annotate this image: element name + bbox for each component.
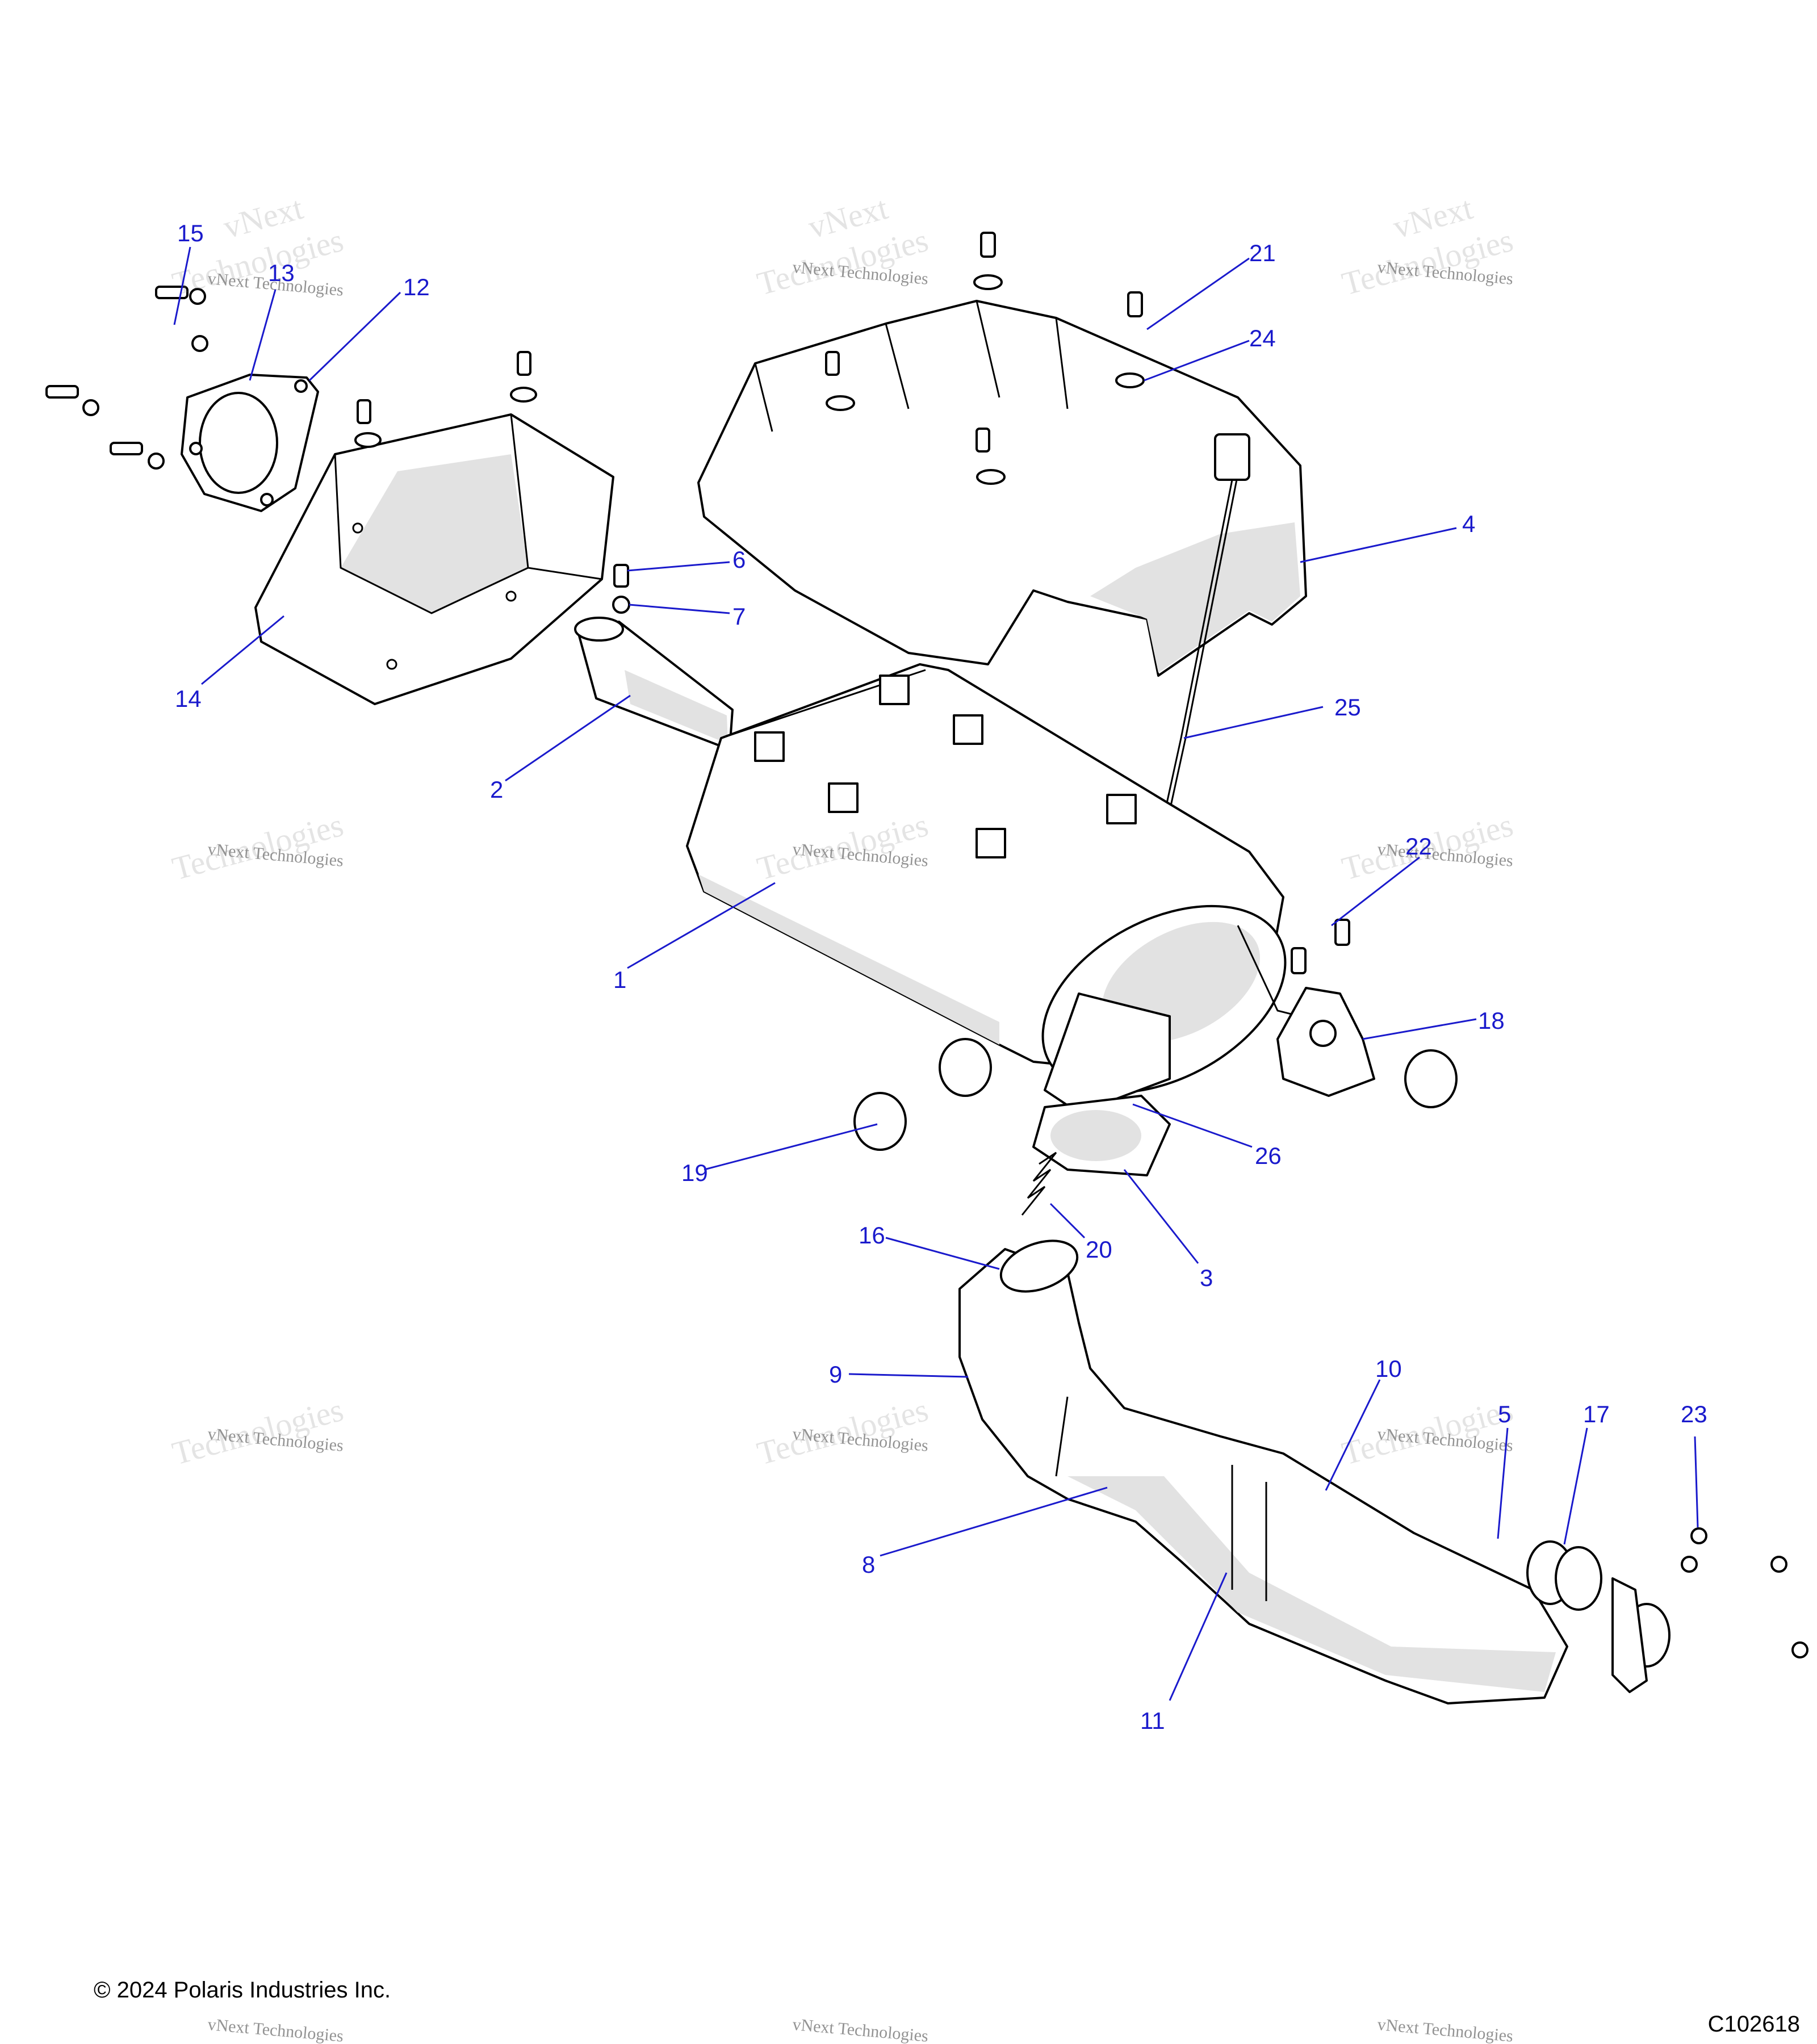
part-grommets <box>853 1038 1458 1151</box>
callout-3: 3 <box>1200 1264 1213 1291</box>
part-muffler <box>686 663 1301 1094</box>
callout-labels: 1 2 3 4 5 6 7 8 9 10 11 12 13 14 15 16 1… <box>175 220 1707 1734</box>
part-exhaust-pipe <box>958 1239 1671 1704</box>
callout-8: 8 <box>862 1551 875 1578</box>
part-collar-clamp <box>1032 992 1171 1176</box>
part-nuts-right <box>1681 1527 1808 1658</box>
callout-19: 19 <box>681 1159 708 1186</box>
callout-12: 12 <box>403 274 430 300</box>
callout-1: 1 <box>613 966 626 993</box>
callout-15: 15 <box>177 220 204 246</box>
callout-18: 18 <box>1478 1007 1505 1034</box>
svg-text:vNext Technologies: vNext Technologies <box>1376 2015 1514 2044</box>
part-bolt-nut-center <box>612 564 630 614</box>
callout-20: 20 <box>1086 1236 1112 1263</box>
part-bolts-upper-left <box>45 286 208 470</box>
callout-24: 24 <box>1249 325 1276 351</box>
figure-id: C102618 <box>1708 2012 1800 2037</box>
callout-9: 9 <box>829 1361 842 1388</box>
part-upper-heat-shield <box>697 300 1307 677</box>
callout-7: 7 <box>732 603 746 630</box>
callout-14: 14 <box>175 685 202 712</box>
callout-25: 25 <box>1334 694 1361 721</box>
callout-5: 5 <box>1498 1401 1511 1427</box>
callout-leaders <box>173 246 1699 1701</box>
svg-text:vNext Technologies: vNext Technologies <box>792 2015 929 2044</box>
callout-22: 22 <box>1405 833 1432 860</box>
callout-23: 23 <box>1681 1401 1707 1427</box>
callout-6: 6 <box>732 546 746 573</box>
part-tailpipe-tip <box>574 617 734 751</box>
callout-16: 16 <box>859 1222 885 1249</box>
callout-17: 17 <box>1583 1401 1610 1427</box>
callout-10: 10 <box>1375 1355 1402 1382</box>
callout-2: 2 <box>490 776 503 803</box>
callout-13: 13 <box>268 259 295 286</box>
part-flange-plate <box>181 374 319 512</box>
callout-11: 11 <box>1140 1707 1165 1734</box>
part-bolts-heat-shield <box>354 351 537 448</box>
part-heat-shield-box <box>254 413 614 705</box>
part-bolts-upper-right <box>973 232 1145 388</box>
callout-26: 26 <box>1255 1142 1282 1169</box>
svg-text:vNext Technologies: vNext Technologies <box>207 2015 344 2044</box>
part-spring <box>1021 1151 1057 1216</box>
callout-21: 21 <box>1249 240 1276 266</box>
callout-4: 4 <box>1462 510 1475 537</box>
part-mount-bracket <box>1276 919 1375 1097</box>
copyright-notice: © 2024 Polaris Industries Inc. <box>94 1978 391 2003</box>
